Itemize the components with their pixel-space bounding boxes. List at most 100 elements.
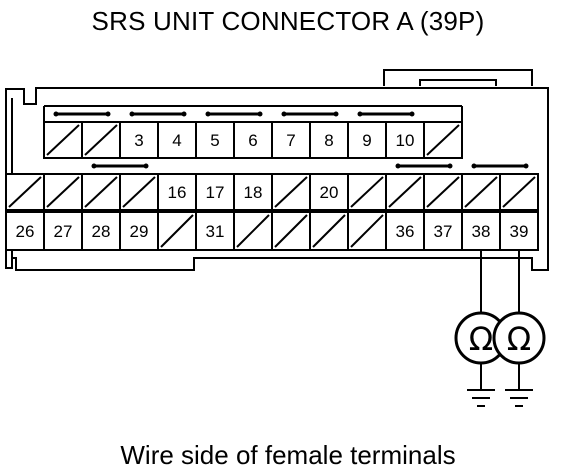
connector-lock-inner: [419, 79, 497, 86]
terminal-cell: 20: [309, 173, 349, 211]
empty-cavity-slash: [8, 176, 42, 208]
terminal-cell: [43, 121, 83, 159]
terminal-cell: [157, 211, 197, 251]
empty-cavity-slash: [426, 176, 460, 208]
terminal-number: 36: [396, 222, 415, 241]
empty-cavity-slash: [46, 124, 80, 156]
terminal-cell: [233, 211, 273, 251]
terminal-number: 28: [92, 222, 111, 241]
terminal-number: 27: [54, 222, 73, 241]
terminal-number: 26: [16, 222, 35, 241]
terminal-cell: [43, 173, 83, 211]
terminal-cell: 38: [461, 211, 501, 251]
empty-cavity-slash: [274, 176, 308, 208]
terminal-cell: [423, 121, 463, 159]
empty-cavity-slash: [502, 176, 536, 208]
terminal-cell: 28: [81, 211, 121, 251]
terminal-cell: 9: [347, 121, 387, 159]
terminal-cell: 6: [233, 121, 273, 159]
empty-cavity-slash: [350, 214, 384, 248]
terminal-cell: 27: [43, 211, 83, 251]
terminal-cell: 3: [119, 121, 159, 159]
terminal-cell: 7: [271, 121, 311, 159]
terminal-grid: 3 4 5 6 7 8 9 10 16 17 18 20 26 27 28 29 31 36 37 38 39: [5, 105, 539, 251]
terminal-number: 4: [172, 131, 181, 150]
terminal-number: 6: [248, 131, 257, 150]
terminal-cell: 8: [309, 121, 349, 159]
empty-cavity-slash: [122, 176, 156, 208]
terminal-number: 17: [206, 183, 225, 202]
terminal-number: 5: [210, 131, 219, 150]
ground-icon: [467, 389, 495, 407]
terminal-cell: [271, 211, 311, 251]
terminal-number: 20: [320, 183, 339, 202]
ground-icon: [505, 389, 533, 407]
empty-cavity-slash: [160, 214, 194, 248]
empty-cavity-slash: [46, 176, 80, 208]
shorting-bar: [129, 111, 187, 117]
terminal-number: 16: [168, 183, 187, 202]
terminal-cell: 36: [385, 211, 425, 251]
ohm-symbol: Ω: [469, 320, 493, 358]
diagram-caption: Wire side of female terminals: [120, 440, 456, 470]
terminal-number: 18: [244, 183, 263, 202]
terminal-cell: 4: [157, 121, 197, 159]
empty-cavity-slash: [84, 124, 118, 156]
connector-housing: [5, 87, 549, 271]
terminal-number: 38: [472, 222, 491, 241]
terminal-cell: 16: [157, 173, 197, 211]
empty-cavity-slash: [350, 176, 384, 208]
shorting-bars: [53, 111, 529, 169]
terminal-number: 9: [362, 131, 371, 150]
shorting-bar: [357, 111, 415, 117]
terminal-cell: 26: [5, 211, 45, 251]
terminal-number: 31: [206, 222, 225, 241]
terminal-cell: 29: [119, 211, 159, 251]
terminal-cell: 37: [423, 211, 463, 251]
empty-cavity-slash: [84, 176, 118, 208]
ohmmeter: Ω: [492, 250, 546, 407]
shorting-bar: [281, 111, 339, 117]
empty-cavity-slash: [464, 176, 498, 208]
empty-cavity-slash: [274, 214, 308, 248]
empty-cavity-slash: [312, 214, 346, 248]
connector-lock-tab: [383, 69, 533, 86]
terminal-cell: [271, 173, 311, 211]
empty-cavity-slash: [236, 214, 270, 248]
terminal-cell: [347, 211, 387, 251]
terminal-number: 29: [130, 222, 149, 241]
ohm-symbol: Ω: [507, 320, 531, 358]
terminal-number: 3: [134, 131, 143, 150]
shorting-bar: [471, 163, 529, 169]
shorting-bar: [205, 111, 263, 117]
terminal-number: 39: [510, 222, 529, 241]
terminal-number: 7: [286, 131, 295, 150]
terminal-cell: [499, 173, 539, 211]
terminal-cell: [309, 211, 349, 251]
terminal-cell: [5, 173, 45, 211]
terminal-cell: [119, 173, 159, 211]
ohmmeter: Ω: [454, 250, 508, 407]
terminal-cell: 5: [195, 121, 235, 159]
terminal-cell: [81, 121, 121, 159]
empty-cavity-slash: [388, 176, 422, 208]
terminal-cell: [81, 173, 121, 211]
terminal-cell: [347, 173, 387, 211]
terminal-number: 8: [324, 131, 333, 150]
terminal-cell: 18: [233, 173, 273, 211]
shorting-bar: [395, 163, 453, 169]
diagram-title: SRS UNIT CONNECTOR A (39P): [91, 6, 485, 36]
terminal-cell: 10: [385, 121, 425, 159]
terminal-cell: [461, 173, 501, 211]
terminal-cell: 39: [499, 211, 539, 251]
terminal-number: 10: [396, 131, 415, 150]
terminal-cell: 31: [195, 211, 235, 251]
shorting-bar: [53, 111, 111, 117]
terminal-cell: [385, 173, 425, 211]
terminal-number: 37: [434, 222, 453, 241]
shorting-bar: [91, 163, 149, 169]
empty-cavity-slash: [426, 124, 460, 156]
terminal-cell: [423, 173, 463, 211]
